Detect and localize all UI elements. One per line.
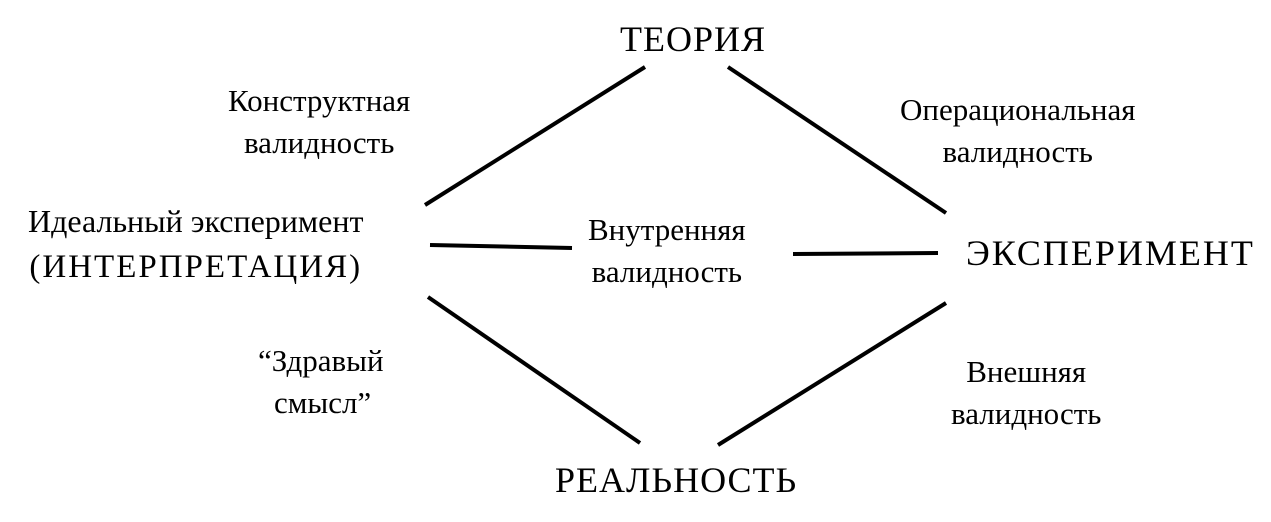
label-internal-validity: Внутренняя валидность bbox=[588, 209, 746, 293]
external-line1: Внешняя bbox=[966, 354, 1087, 389]
construct-line2: валидность bbox=[243, 125, 395, 160]
label-operational-validity: Операциональная валидность bbox=[900, 89, 1136, 173]
line-experiment-reality bbox=[716, 301, 948, 447]
label-construct-validity: Конструктная валидность bbox=[228, 80, 410, 164]
line-interpretation-internal bbox=[429, 243, 573, 250]
line-internal-experiment bbox=[792, 251, 939, 256]
operational-line2: валидность bbox=[942, 134, 1093, 169]
label-common-sense: “Здравый смысл” bbox=[258, 340, 384, 424]
node-interpretation: Идеальный эксперимент (ИНТЕРПРЕТАЦИЯ) bbox=[28, 198, 363, 290]
internal-line2: валидность bbox=[591, 254, 743, 289]
label-external-validity: Внешняя валидность bbox=[951, 351, 1101, 435]
common-sense-line1: “Здравый bbox=[258, 343, 384, 378]
node-theory: ТЕОРИЯ bbox=[620, 19, 767, 59]
line-interpretation-reality bbox=[426, 295, 642, 445]
operational-line1: Операциональная bbox=[900, 92, 1136, 127]
internal-line1: Внутренняя bbox=[588, 212, 746, 247]
interpretation-line2: (ИНТЕРПРЕТАЦИЯ) bbox=[29, 249, 363, 285]
line-theory-experiment bbox=[726, 65, 948, 215]
node-experiment: ЭКСПЕРИМЕНТ bbox=[966, 233, 1255, 273]
external-line2: валидность bbox=[951, 396, 1102, 431]
node-reality: РЕАЛЬНОСТЬ bbox=[555, 460, 798, 500]
common-sense-line2: смысл” bbox=[274, 385, 372, 420]
line-interpretation-theory bbox=[423, 65, 647, 207]
construct-line1: Конструктная bbox=[228, 83, 411, 118]
interpretation-line1: Идеальный эксперимент bbox=[28, 203, 364, 239]
